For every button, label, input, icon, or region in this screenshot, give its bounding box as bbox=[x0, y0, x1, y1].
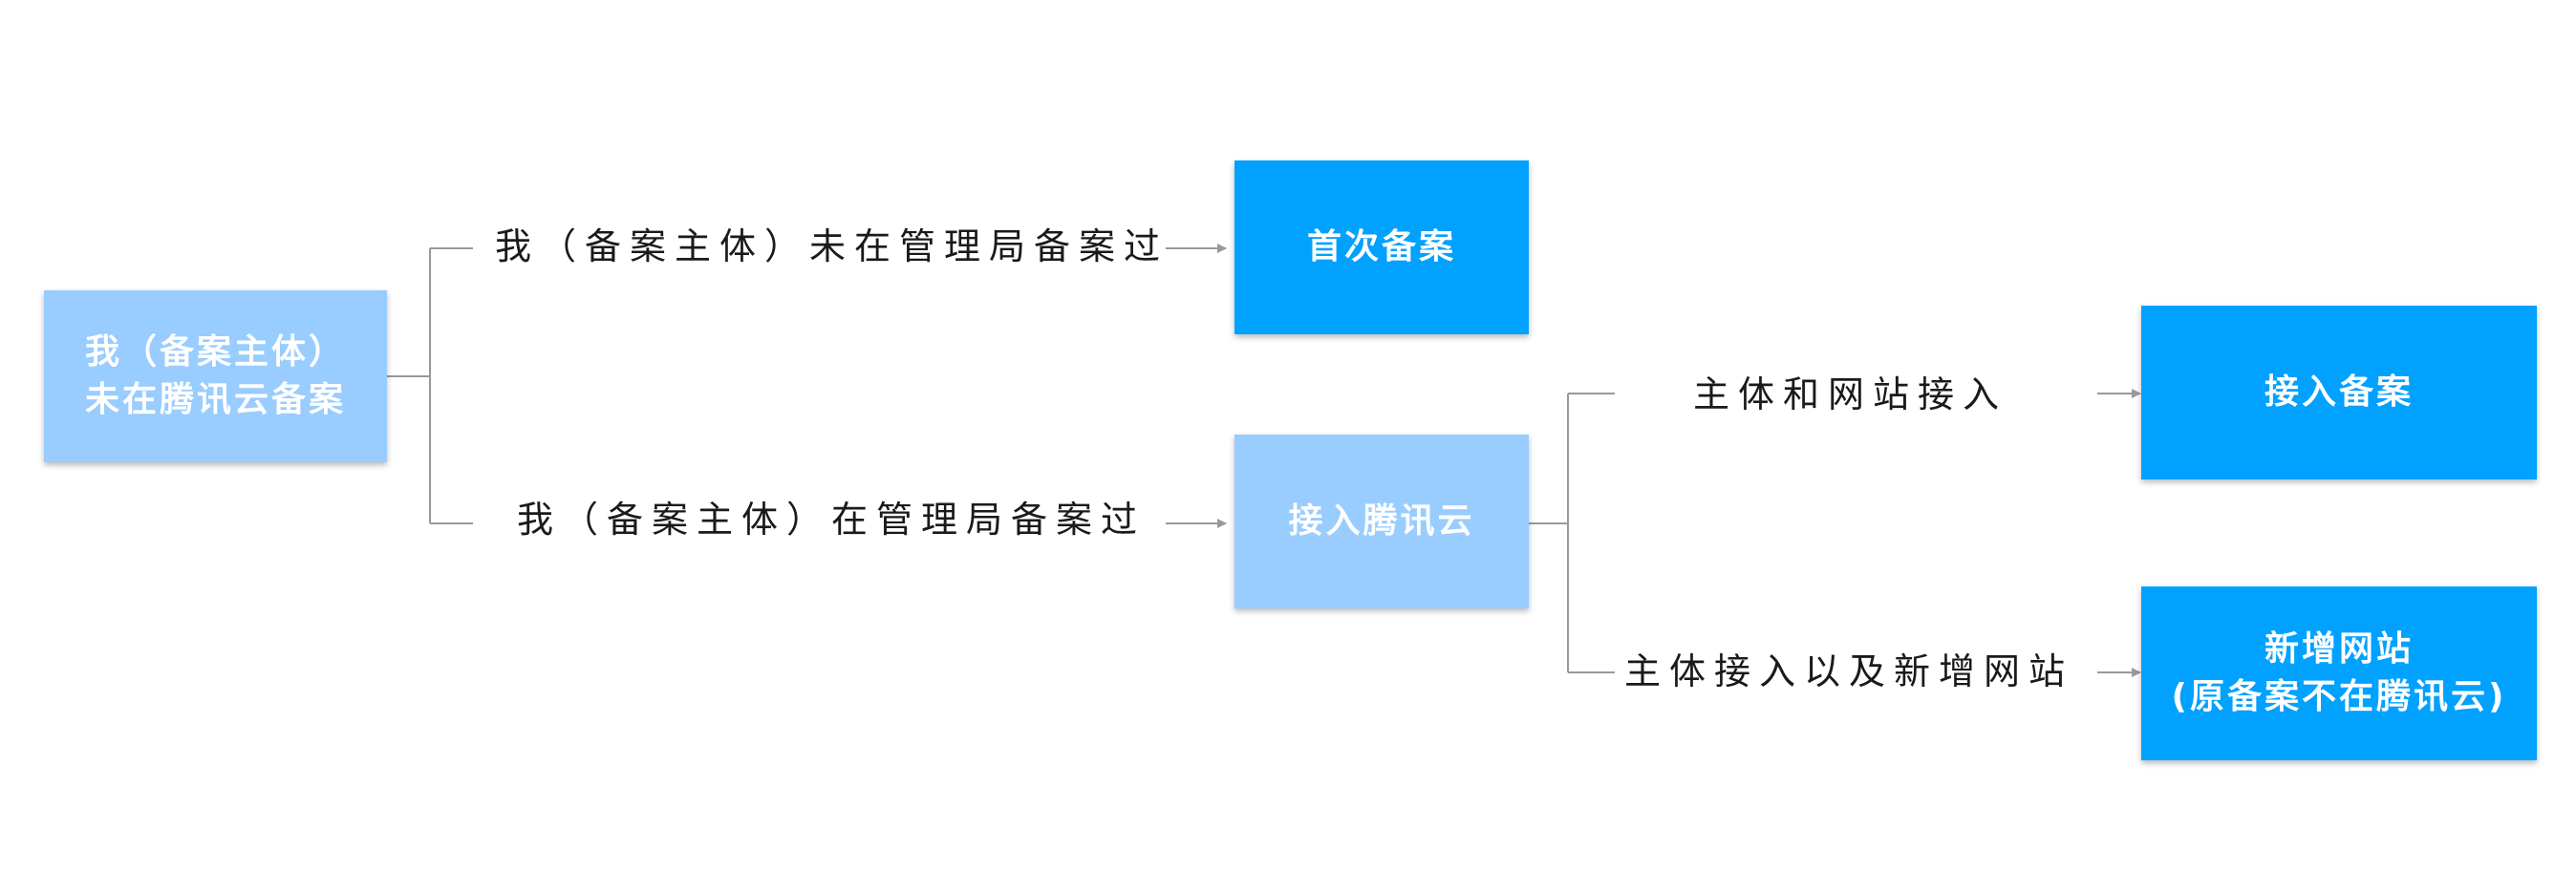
start-node-line2: 未在腾讯云备案 bbox=[84, 380, 346, 419]
edge-label-not-filed: 我（备案主体）未在管理局备案过 bbox=[495, 225, 1170, 267]
new-site-node: 新增网站 (原备案不在腾讯云) bbox=[2141, 586, 2537, 760]
access-tencent-label: 接入腾讯云 bbox=[1288, 501, 1475, 541]
access-tencent-node: 接入腾讯云 bbox=[1234, 435, 1529, 608]
access-filing-label: 接入备案 bbox=[2264, 373, 2414, 412]
connector-access-branch bbox=[1529, 393, 1615, 673]
connector-start-branch bbox=[387, 247, 473, 524]
start-node: 我（备案主体） 未在腾讯云备案 bbox=[44, 290, 387, 462]
edge-label-subject-and-new-site: 主体接入以及新增网站 bbox=[1624, 650, 2074, 692]
first-filing-node: 首次备案 bbox=[1234, 160, 1529, 334]
access-filing-node: 接入备案 bbox=[2141, 306, 2537, 479]
new-site-line1: 新增网站 bbox=[2264, 629, 2414, 669]
start-node-line1: 我（备案主体） bbox=[84, 332, 346, 372]
first-filing-label: 首次备案 bbox=[1306, 227, 1456, 266]
edge-label-filed: 我（备案主体）在管理局备案过 bbox=[517, 499, 1147, 541]
edge-label-subject-and-site: 主体和网站接入 bbox=[1693, 373, 2008, 415]
new-site-line2: (原备案不在腾讯云) bbox=[2171, 677, 2507, 716]
